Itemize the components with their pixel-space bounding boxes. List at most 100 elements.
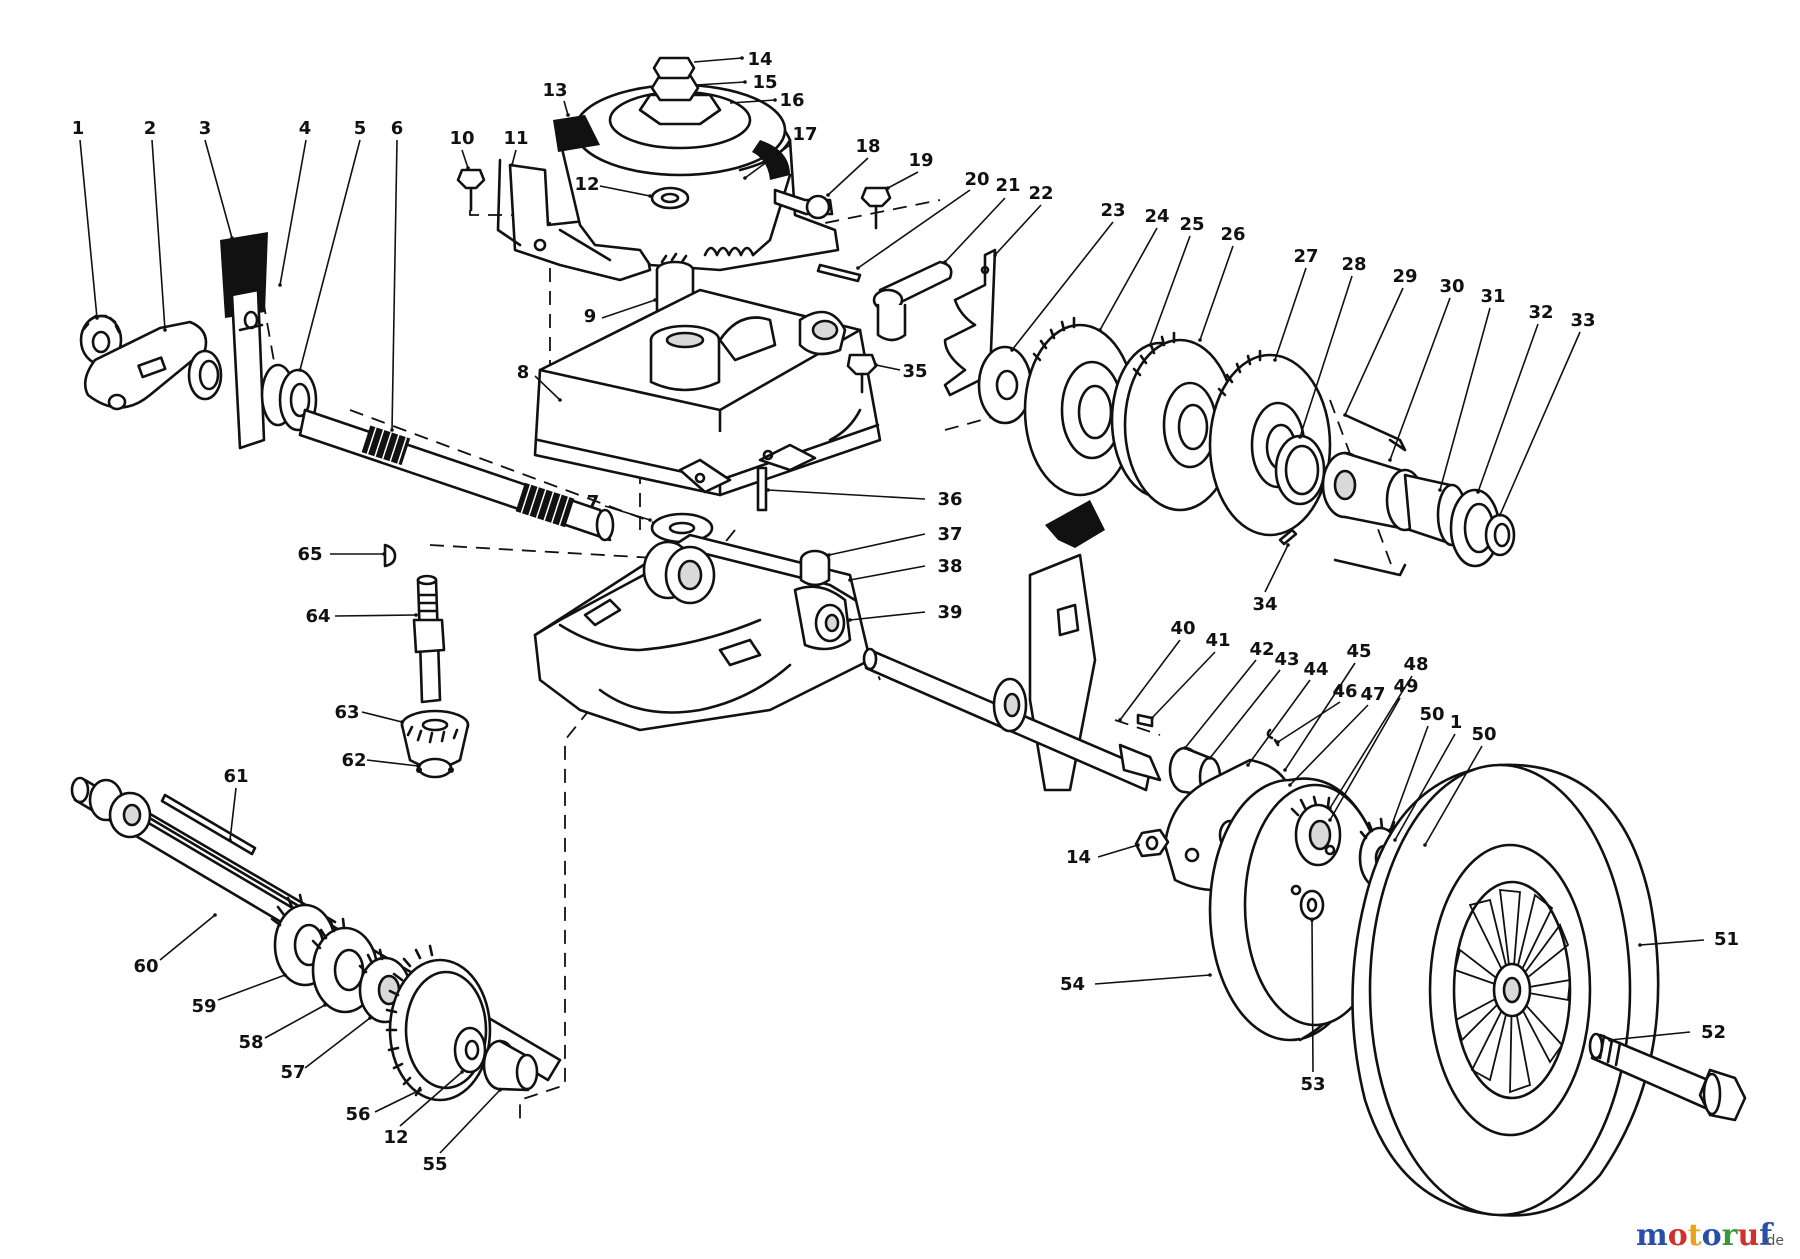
leader-line xyxy=(1344,287,1404,416)
part-number-label: 35 xyxy=(902,361,927,382)
callout-13: 13 xyxy=(542,80,570,117)
leader-line xyxy=(767,489,926,500)
leader-line xyxy=(1247,679,1311,766)
leader-end xyxy=(1423,843,1427,847)
leader-end xyxy=(1328,818,1332,822)
part-number-label: 49 xyxy=(1393,676,1418,697)
leader-line xyxy=(1199,245,1234,341)
leader-line xyxy=(1277,701,1341,743)
belt-13 xyxy=(553,115,790,180)
leader-line xyxy=(1389,725,1429,831)
leader-line xyxy=(849,565,926,581)
callout-12b: 12 xyxy=(383,1070,464,1148)
watermark-letter: u xyxy=(1737,1218,1759,1253)
leader-end xyxy=(1148,343,1152,347)
part-number-label: 11 xyxy=(503,128,528,149)
part-number-label: 36 xyxy=(937,489,962,510)
key-41 xyxy=(1136,713,1154,728)
leader-end xyxy=(886,186,890,190)
part-number-label: 55 xyxy=(422,1154,447,1175)
callout-36: 36 xyxy=(766,488,963,510)
bearing-5 xyxy=(260,363,318,432)
leader-line xyxy=(461,149,469,169)
part-number-label: 1 xyxy=(1450,712,1463,733)
leader-line xyxy=(1209,669,1281,759)
leader-end xyxy=(368,1016,372,1020)
callout-23: 23 xyxy=(1010,200,1126,352)
callout-45: 45 xyxy=(1283,641,1372,772)
leader-line xyxy=(744,144,791,179)
leader-end xyxy=(1276,740,1280,744)
leader-line xyxy=(204,139,233,239)
leader-end xyxy=(740,56,744,60)
part-number-label: 4 xyxy=(299,118,312,139)
clutch-29-30 xyxy=(1321,413,1425,577)
callout-37: 37 xyxy=(827,524,963,557)
leader-line xyxy=(1274,267,1307,361)
part-number-label: 46 xyxy=(1332,681,1357,702)
part-number-label: 43 xyxy=(1274,649,1299,670)
callout-34: 34 xyxy=(1252,543,1290,615)
leader-end xyxy=(1388,458,1392,462)
leader-line xyxy=(1439,307,1491,491)
leader-end xyxy=(228,838,232,842)
part-number-label: 22 xyxy=(1028,183,1053,204)
callout-6: 6 xyxy=(390,118,403,432)
leader-line xyxy=(604,505,651,521)
leader-end xyxy=(1343,413,1347,417)
leader-line xyxy=(1119,639,1181,721)
leader-line xyxy=(1609,1031,1691,1041)
leader-line xyxy=(563,100,569,116)
watermark-letter: o xyxy=(1668,1218,1688,1253)
shaft-6 xyxy=(298,408,615,542)
callout-18: 18 xyxy=(826,136,881,197)
part-number-label: 27 xyxy=(1293,246,1318,267)
part-number-label: 8 xyxy=(517,362,530,383)
part-number-label: 6 xyxy=(391,118,404,139)
callout-35: 35 xyxy=(874,361,928,382)
callout-53: 53 xyxy=(1300,918,1326,1095)
callout-63: 63 xyxy=(334,702,404,724)
part-number-label: 13 xyxy=(542,80,567,101)
leader-line xyxy=(151,139,166,331)
callout-61: 61 xyxy=(223,766,249,842)
leader-line xyxy=(599,185,651,197)
washer-23 xyxy=(977,345,1033,425)
part-number-label: 18 xyxy=(855,136,880,157)
gearbox-housing-8 xyxy=(533,288,882,497)
part-number-label: 51 xyxy=(1714,929,1739,950)
leader-end xyxy=(283,973,287,977)
leader-line xyxy=(875,364,901,371)
leader-line xyxy=(1097,844,1139,858)
leader-line xyxy=(439,1089,501,1154)
leader-end xyxy=(418,1088,422,1092)
leader-end xyxy=(1498,513,1502,517)
leader-end xyxy=(1010,348,1014,352)
leader-end xyxy=(213,913,217,917)
callout-9: 9 xyxy=(584,298,657,327)
callout-14b: 14 xyxy=(1066,843,1140,868)
leader-end xyxy=(743,80,747,84)
part-number-label: 40 xyxy=(1170,618,1195,639)
watermark-letter: o xyxy=(1702,1218,1722,1253)
leader-end xyxy=(1288,783,1292,787)
callout-7: 7 xyxy=(587,492,652,522)
leader-line xyxy=(1284,662,1356,771)
pulley-housing-16 xyxy=(558,83,840,272)
callout-38: 38 xyxy=(848,556,963,582)
leader-line xyxy=(217,974,286,1001)
leader-end xyxy=(1438,488,1442,492)
leader-line xyxy=(827,157,869,196)
part-number-label: 12 xyxy=(383,1127,408,1148)
leader-end xyxy=(743,176,747,180)
leader-line xyxy=(279,139,307,286)
callout-46: 46 xyxy=(1276,681,1358,744)
leader-line xyxy=(79,139,98,319)
part-number-label: 31 xyxy=(1480,286,1505,307)
part-number-label: 15 xyxy=(752,72,777,93)
part-number-label: 48 xyxy=(1403,654,1428,675)
part-number-label: 50 xyxy=(1471,724,1496,745)
leader-line xyxy=(1149,235,1191,346)
plate-22 xyxy=(943,248,997,397)
